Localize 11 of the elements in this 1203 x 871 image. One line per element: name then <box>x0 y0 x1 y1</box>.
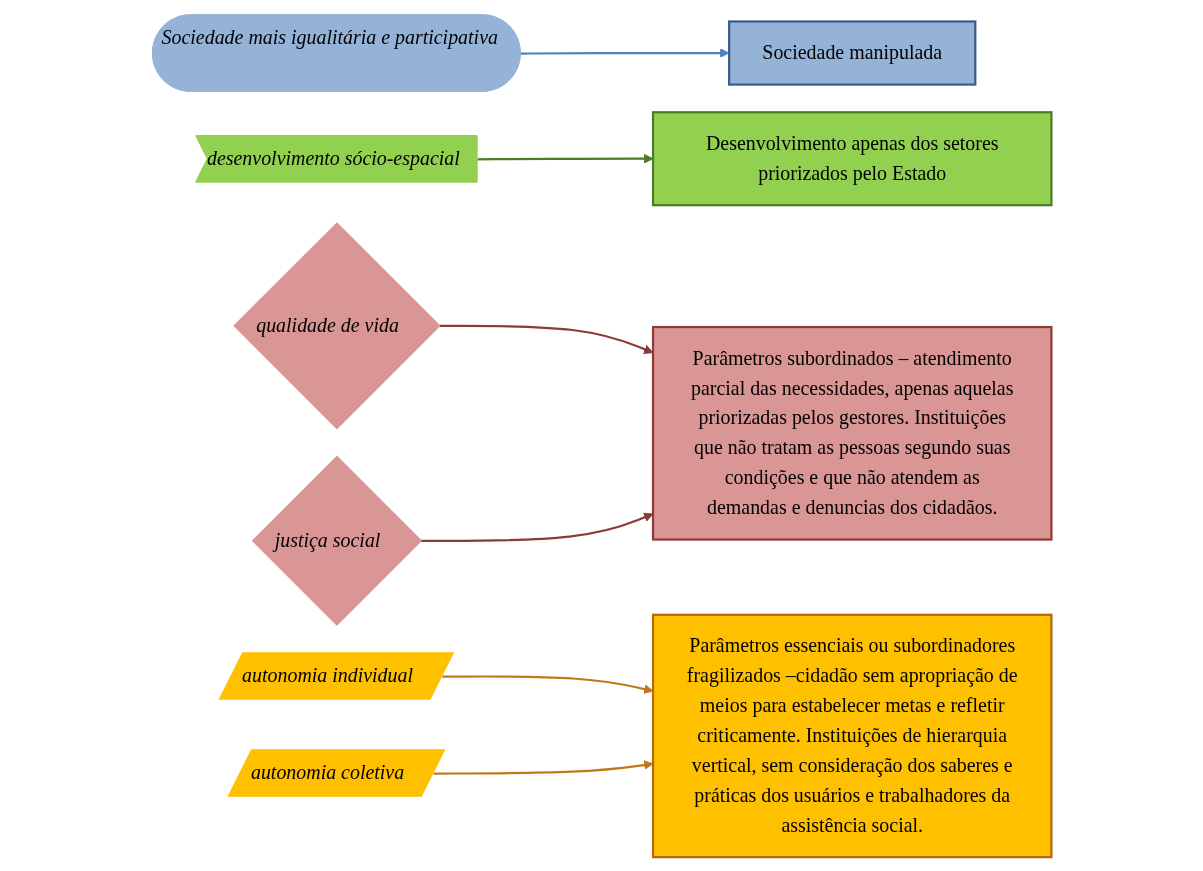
node-diamond: qualidade de vida <box>232 221 441 429</box>
node-box: Desenvolvimento apenas dos setores priorizados pelo Estado <box>651 110 1053 206</box>
node-box: Parâmetros essenciais ou subordinadores fragilizados –cidadão sem apropriação de meios para estabelecer metas e refletir criticamente. Instituições de hierarquia vertical, sem consideração dos saberes e práticas dos usuários e trabalhadores da assistência social. <box>651 613 1053 858</box>
arrow <box>476 153 653 164</box>
arrow <box>438 324 653 354</box>
node-box: Sociedade manipulada <box>727 19 976 86</box>
node-box: Parâmetros subordinados – atendimento parcial das necessidades, apenas aquelas priorizadas pelos gestores. Instituições que não tratam as pessoas segundo suas condições e que não atendem as demandas e denuncias dos cidadãos. <box>651 325 1053 541</box>
arrow <box>433 759 653 775</box>
node-diamond: justiça social <box>251 455 422 626</box>
arrow <box>420 512 653 542</box>
arrow <box>441 674 653 694</box>
